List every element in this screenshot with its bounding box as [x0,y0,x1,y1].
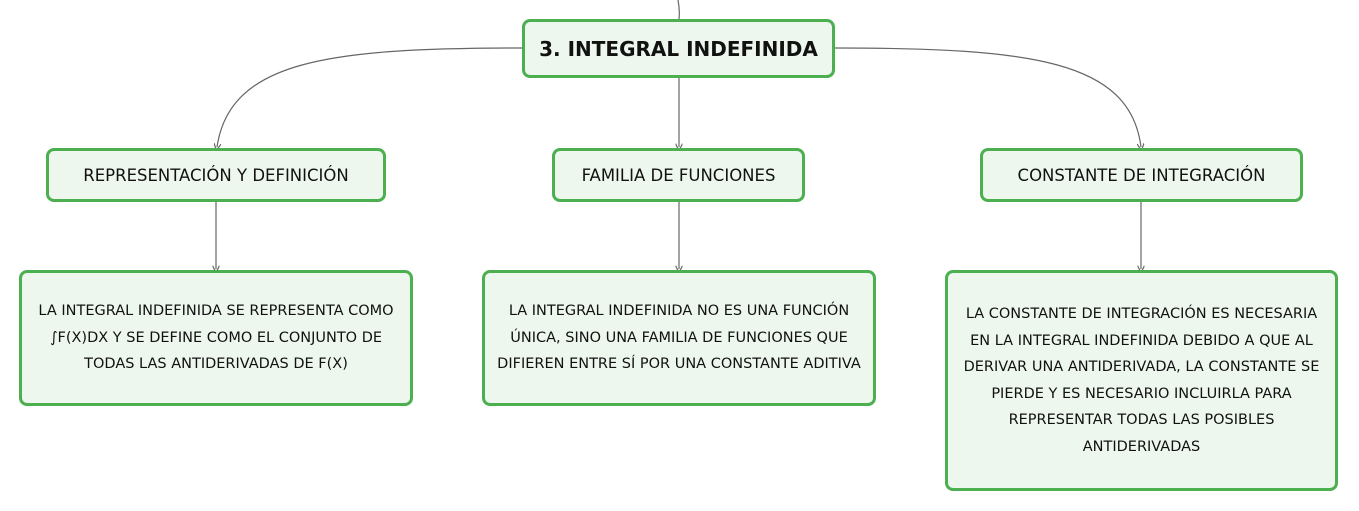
connector-root-to-representacion [217,47,523,147]
detail-node-representacion[interactable]: LA INTEGRAL INDEFINIDA SE REPRESENTA COM… [19,270,413,406]
detail-node-text: LA CONSTANTE DE INTEGRACIÓN ES NECESARIA… [963,306,1320,455]
root-node-label: 3. INTEGRAL INDEFINIDA [539,36,818,61]
connector-root-to-constante [834,47,1141,147]
detail-node-text: LA INTEGRAL INDEFINIDA NO ES UNA FUNCIÓN… [497,303,861,373]
detail-node-constante[interactable]: LA CONSTANTE DE INTEGRACIÓN ES NECESARIA… [945,270,1338,491]
detail-node-text: LA INTEGRAL INDEFINIDA SE REPRESENTA COM… [38,303,394,373]
connector-parent-to-root [677,0,680,20]
branch-node-label: FAMILIA DE FUNCIONES [581,165,776,185]
branch-node-constante[interactable]: CONSTANTE DE INTEGRACIÓN [980,148,1303,202]
branch-node-label: REPRESENTACIÓN Y DEFINICIÓN [83,165,349,185]
branch-node-representacion[interactable]: REPRESENTACIÓN Y DEFINICIÓN [46,148,386,202]
branch-node-familia[interactable]: FAMILIA DE FUNCIONES [552,148,805,202]
detail-node-familia[interactable]: LA INTEGRAL INDEFINIDA NO ES UNA FUNCIÓN… [482,270,876,406]
branch-node-label: CONSTANTE DE INTEGRACIÓN [1017,165,1266,185]
root-node[interactable]: 3. INTEGRAL INDEFINIDA [522,19,835,78]
